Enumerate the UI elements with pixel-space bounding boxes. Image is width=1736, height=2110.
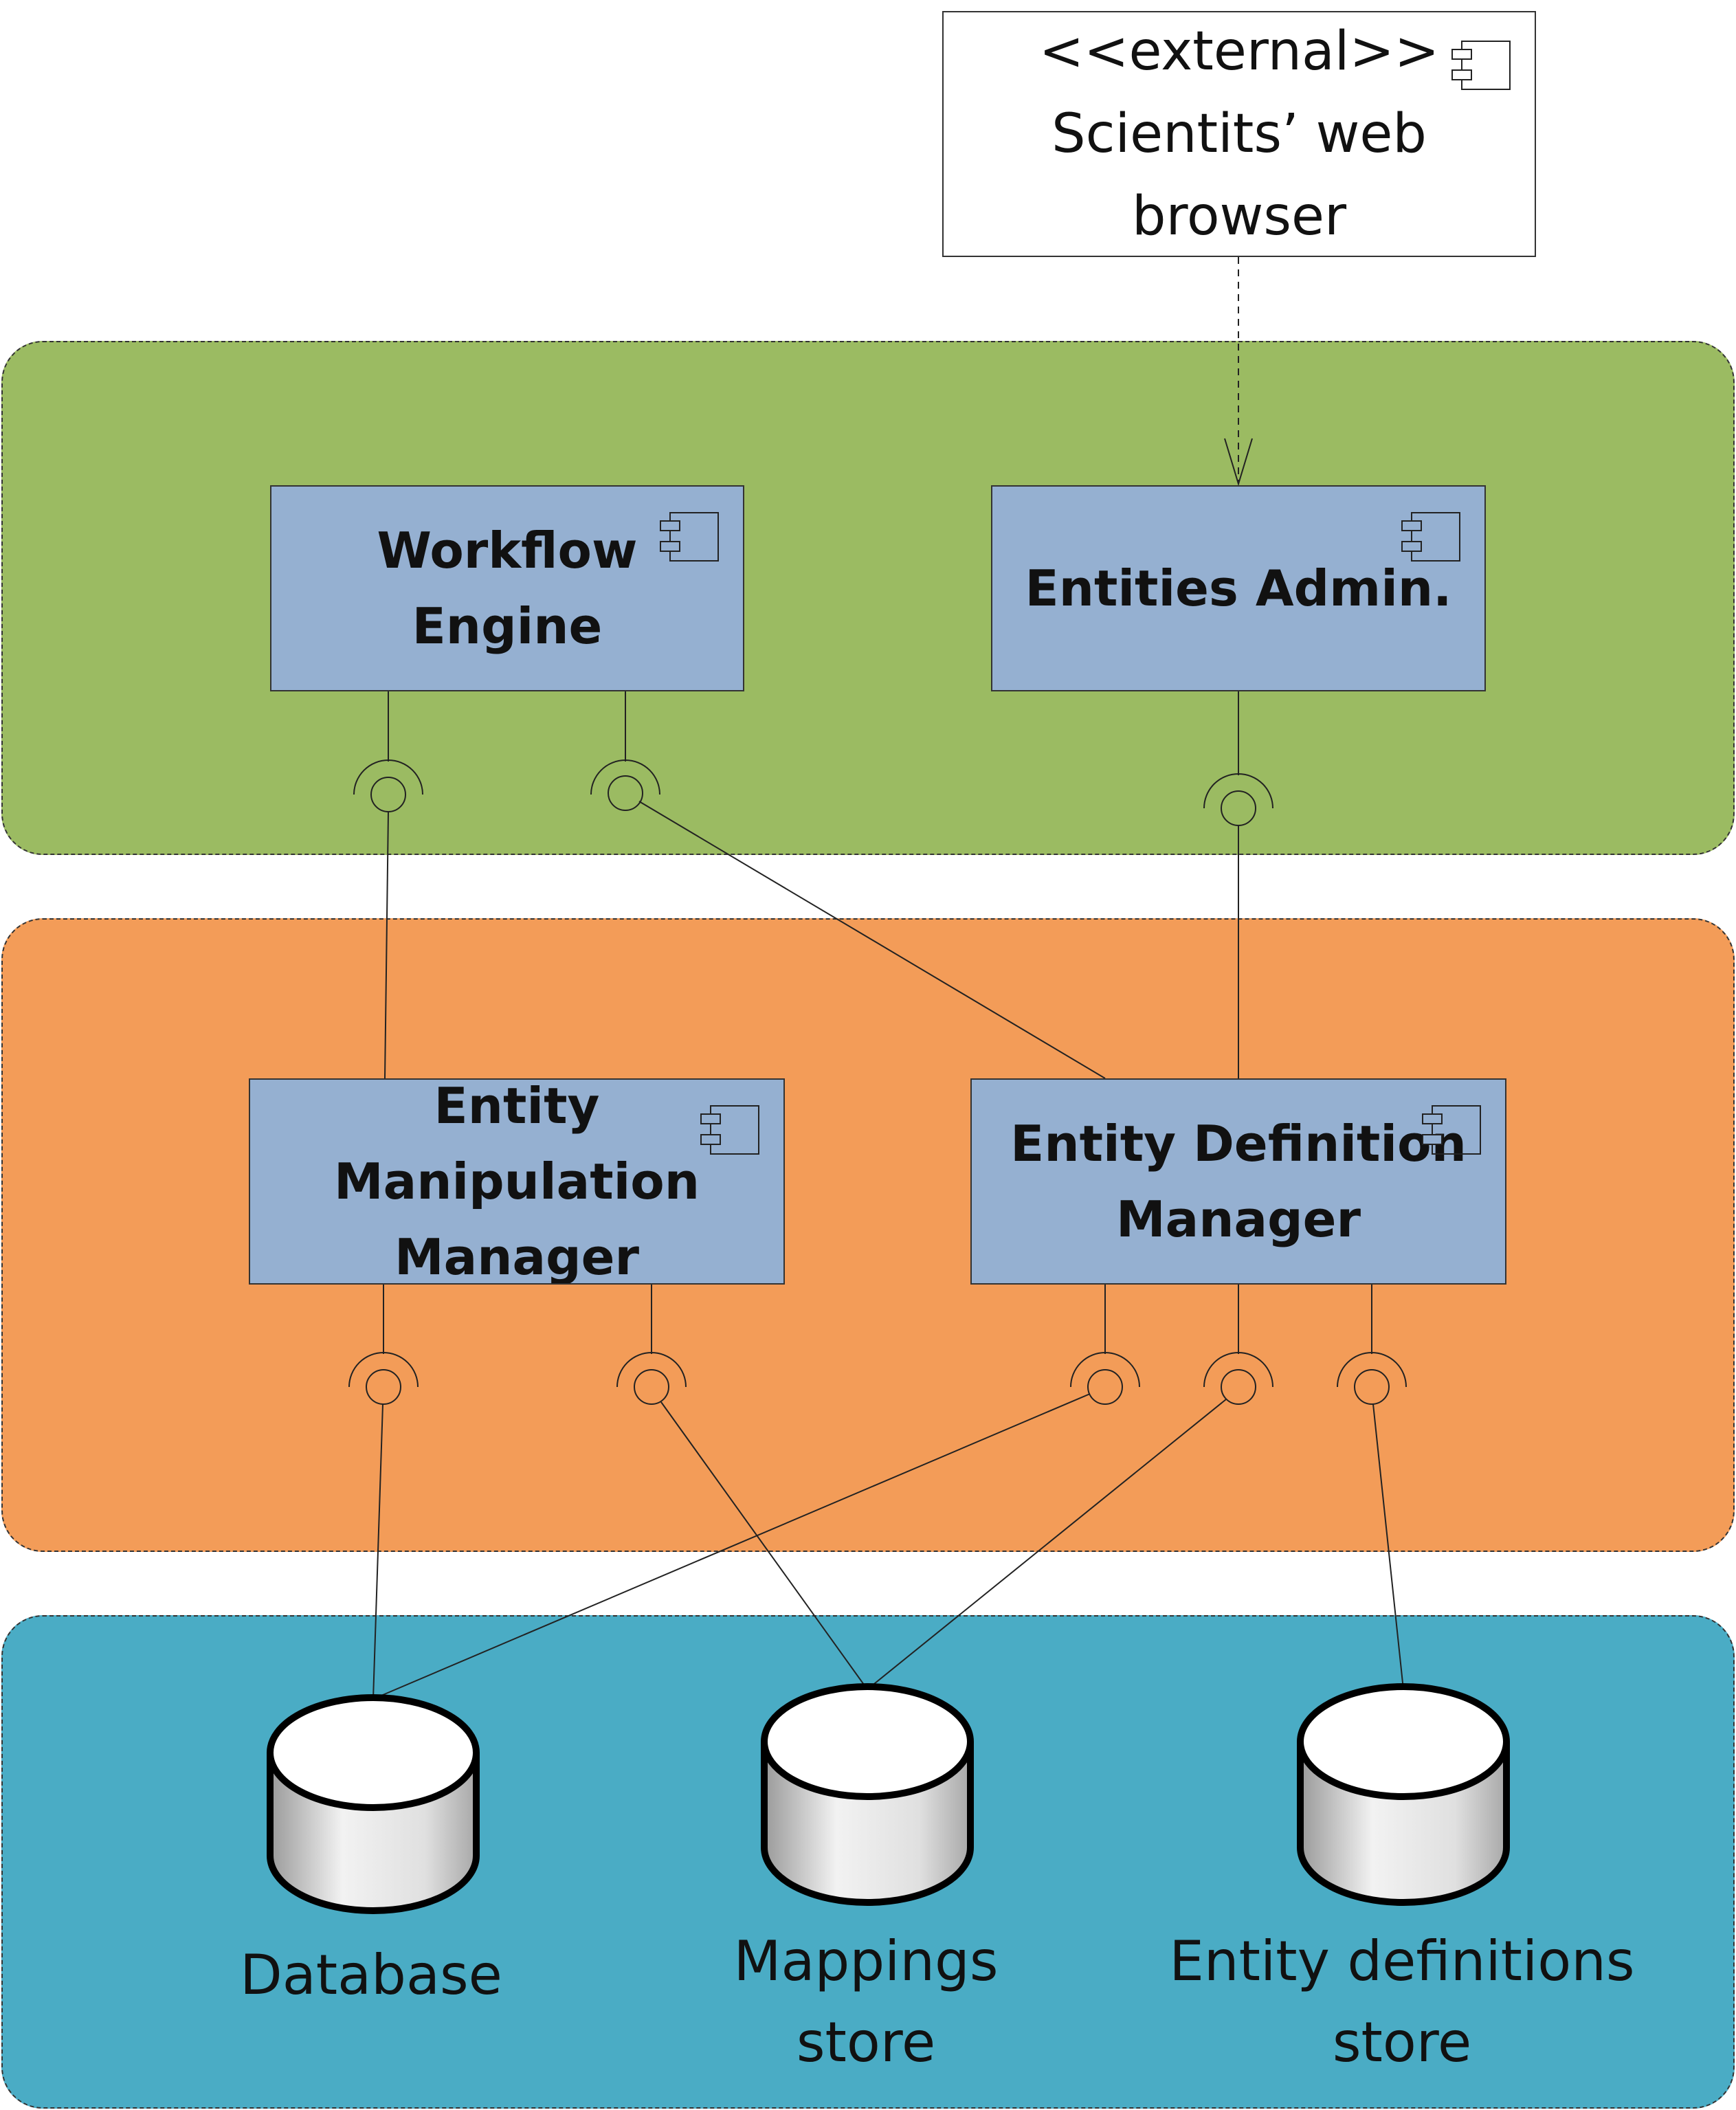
required-interface-socket-icon xyxy=(590,691,660,795)
external-stereotype: <<external>> xyxy=(1038,21,1440,82)
database-cylinder-icon xyxy=(1297,1683,1510,1906)
provided-interface-ball-icon xyxy=(370,777,406,1079)
entity-manipulation-manager-label: Entity Manipulation Manager xyxy=(333,1078,700,1285)
required-interface-socket-icon xyxy=(1203,691,1273,809)
required-interface-socket-icon xyxy=(353,691,423,795)
required-interface-socket-icon xyxy=(348,1285,419,1388)
workflow-engine-label: Workflow Engine xyxy=(377,522,638,655)
entity-definition-manager-component: Entity Definition Manager xyxy=(970,1078,1506,1285)
database-cylinder-icon xyxy=(267,1694,480,1914)
component-icon xyxy=(660,512,719,562)
required-interface-socket-icon xyxy=(1070,1285,1140,1388)
provided-interface-ball-icon xyxy=(1354,1369,1404,1690)
database-cylinder-icon xyxy=(761,1683,974,1906)
provided-interface-ball-icon xyxy=(634,1369,868,1690)
database-label: Database xyxy=(240,1943,502,2007)
entity-definitions-store-label: Entity definitions store xyxy=(1169,1929,1635,2074)
entity-manipulation-manager-component: Entity Manipulation Manager xyxy=(249,1078,785,1285)
provided-interface-ball-icon xyxy=(608,775,1106,1079)
required-interface-socket-icon xyxy=(1203,1285,1273,1388)
component-icon xyxy=(700,1105,759,1155)
provided-interface-ball-icon xyxy=(372,1369,1123,1700)
entities-admin-component: Entities Admin. xyxy=(991,485,1486,691)
required-interface-socket-icon xyxy=(616,1285,687,1388)
external-browser-component: <<external>> Scientits’ web browser xyxy=(942,11,1536,257)
dependency-arrow xyxy=(1224,257,1253,487)
entity-definition-manager-label: Entity Definition Manager xyxy=(1010,1115,1467,1248)
external-name: Scientits’ web browser xyxy=(1051,103,1427,247)
component-icon xyxy=(1422,1105,1481,1155)
provided-interface-ball-icon xyxy=(1221,790,1256,1078)
mappings-store-label: Mappings store xyxy=(733,1929,999,2074)
required-interface-socket-icon xyxy=(1337,1285,1407,1388)
entities-admin-label: Entities Admin. xyxy=(1025,559,1452,617)
workflow-engine-component: Workflow Engine xyxy=(270,485,744,691)
provided-interface-ball-icon xyxy=(867,1369,1256,1690)
component-icon xyxy=(1451,41,1511,90)
component-icon xyxy=(1401,512,1460,562)
provided-interface-ball-icon xyxy=(366,1369,401,1700)
